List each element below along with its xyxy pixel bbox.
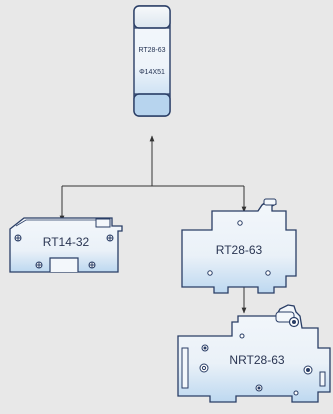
nrt28-body — [177, 304, 331, 403]
rt28-holes — [207, 220, 271, 276]
rt28-label: RT28-63 — [216, 243, 263, 257]
rt28-63-base: RT28-63 — [181, 198, 297, 294]
nrt28-label: NRT28-63 — [229, 353, 284, 367]
fuse-bottom-cap — [133, 93, 171, 117]
rt14-center-slot — [49, 257, 79, 272]
rt14-32-base: RT14-32 — [9, 217, 123, 273]
connectors — [59, 135, 247, 314]
rt14-label: RT14-32 — [43, 235, 90, 249]
fuse-top-cap — [133, 5, 171, 29]
rt28-latch — [263, 198, 277, 206]
nrt28-left-slot — [181, 347, 189, 389]
nrt28-holes — [199, 333, 313, 396]
fuse-size-label: Φ14X51 — [139, 69, 165, 76]
nrt28-right-slot — [319, 371, 326, 387]
rt14-screws — [14, 234, 114, 269]
fuse-model-label: RT28-63 — [138, 47, 165, 54]
fuse-link: RT28-63 Φ14X51 — [133, 5, 171, 117]
nrt28-63-base: NRT28-63 — [177, 304, 331, 403]
